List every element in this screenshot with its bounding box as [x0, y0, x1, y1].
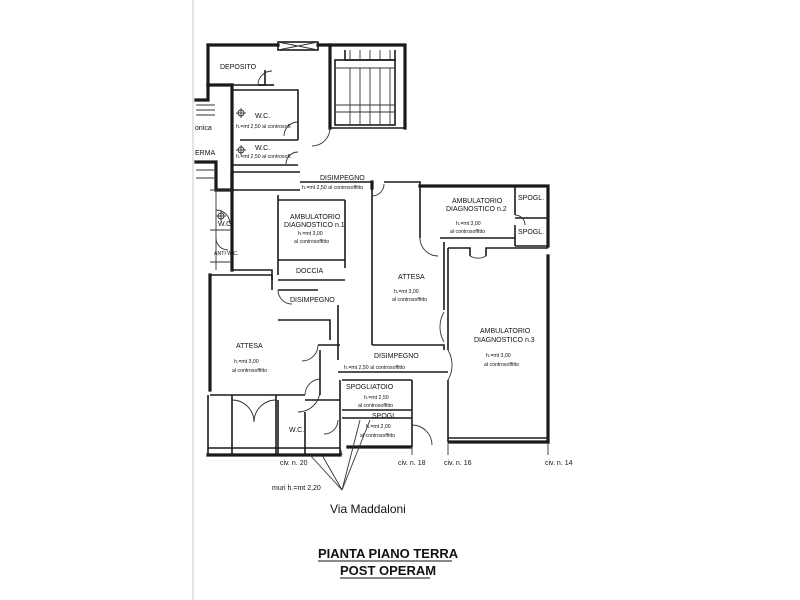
- room-label-amb1-line1: AMBULATORIO: [290, 214, 341, 221]
- room-note-amb1-line1: h.=mt 3,00: [298, 231, 323, 237]
- room-note-amb2-line2: al controsoffitto: [450, 229, 485, 235]
- lower-columns: [207, 395, 306, 455]
- room-label-spogl-low: SPOGL.: [372, 413, 398, 420]
- room-label-amb2-line1: AMBULATORIO: [452, 198, 503, 205]
- dimension-lines: [309, 419, 549, 491]
- left-stair-fragment: [196, 104, 216, 179]
- room-label-attesa-right: ATTESA: [398, 274, 425, 281]
- room-note-spogliatoio-2: al controsoffitto: [358, 403, 393, 409]
- room-label-amb2-line2: DIAGNOSTICO n.2: [446, 206, 507, 213]
- plan-title-line1: PIANTA PIANO TERRA: [318, 546, 459, 561]
- room-note-disimpegno-top: h.=mt 2,50 al controsoffitto: [302, 185, 363, 191]
- civic-number-20: civ. n. 20: [280, 460, 308, 467]
- exterior-walls: [194, 43, 550, 457]
- room-labels: DEPOSITO W.C. h.=mt 2,50 al controsoff. …: [195, 64, 544, 439]
- room-note-spogl-low-1: h.=mt 2,00: [366, 424, 391, 430]
- room-note-amb3-line1: h.=mt 3,00: [486, 353, 511, 359]
- room-label-wc1: W.C.: [255, 113, 270, 120]
- room-note-attesa-right-1: h.=mt 3,00: [394, 289, 419, 295]
- interior-walls: [208, 70, 548, 455]
- stairs: [334, 50, 396, 126]
- room-label-wc-bottom: W.C.: [289, 427, 304, 434]
- room-label-left-cut1: onica: [195, 125, 212, 132]
- room-label-disimpegno-low: DISIMPEGNO: [374, 353, 419, 360]
- civic-numbers: civ. n. 20 civ. n. 18 civ. n. 16 civ. n.…: [280, 460, 573, 467]
- room-label-doccia: DOCCIA: [296, 268, 324, 275]
- civic-number-14: civ. n. 14: [545, 460, 573, 467]
- room-label-spogl-mid: SPOGL.: [518, 229, 544, 236]
- room-label-attesa-left: ATTESA: [236, 343, 263, 350]
- room-note-amb1-line2: al controsoffitto: [294, 239, 329, 245]
- plan-title-line2: POST OPERAM: [340, 563, 436, 578]
- room-label-amb3-line1: AMBULATORIO: [480, 328, 531, 335]
- civic-number-16: civ. n. 16: [444, 460, 472, 467]
- room-note-amb2-line1: h.=mt 3,00: [456, 221, 481, 227]
- window-top: [277, 41, 319, 51]
- room-label-disimpegno-mid: DISIMPEGNO: [290, 297, 335, 304]
- room-note-wc1: h.=mt 2,50 al controsoff.: [236, 124, 292, 130]
- room-note-amb3-line2: al controsoffitto: [484, 362, 519, 368]
- room-label-anti-wc: ANTI W.C.: [214, 251, 239, 257]
- door-swings: [215, 70, 526, 446]
- room-label-spogliatoio: SPOGLIATOIO: [346, 384, 394, 391]
- room-note-spogliatoio-1: h.=mt 2,50: [364, 395, 389, 401]
- room-note-attesa-right-2: al controsoffitto: [392, 297, 427, 303]
- room-label-deposito: DEPOSITO: [220, 64, 257, 71]
- room-label-disimpegno-top: DISIMPEGNO: [320, 175, 365, 182]
- room-label-spogl-top: SPOGL.: [518, 195, 544, 202]
- room-label-wc2: W.C.: [255, 145, 270, 152]
- room-label-left-cut2: ERMA: [195, 150, 216, 157]
- room-note-disimpegno-low: h.=mt 2,50 al controsoffitto: [344, 365, 405, 371]
- room-note-attesa-left-1: h.=mt 3,00: [234, 359, 259, 365]
- room-label-wc-small: W.C.: [218, 221, 233, 228]
- room-label-amb1-line2: DIAGNOSTICO n.1: [284, 222, 345, 229]
- room-note-wc2: h.=mt 2,50 al controsoff.: [236, 154, 292, 160]
- sanitary-fixtures: [210, 108, 246, 270]
- muri-height-note: muri h.=mt 2,20: [272, 485, 321, 492]
- street-name: Via Maddaloni: [330, 502, 406, 516]
- room-label-amb3-line2: DIAGNOSTICO n.3: [474, 337, 535, 344]
- civic-number-18: civ. n. 18: [398, 460, 426, 467]
- room-note-attesa-left-2: al controsoffitto: [232, 368, 267, 374]
- room-note-spogl-low-2: al controsoffitto: [360, 433, 395, 439]
